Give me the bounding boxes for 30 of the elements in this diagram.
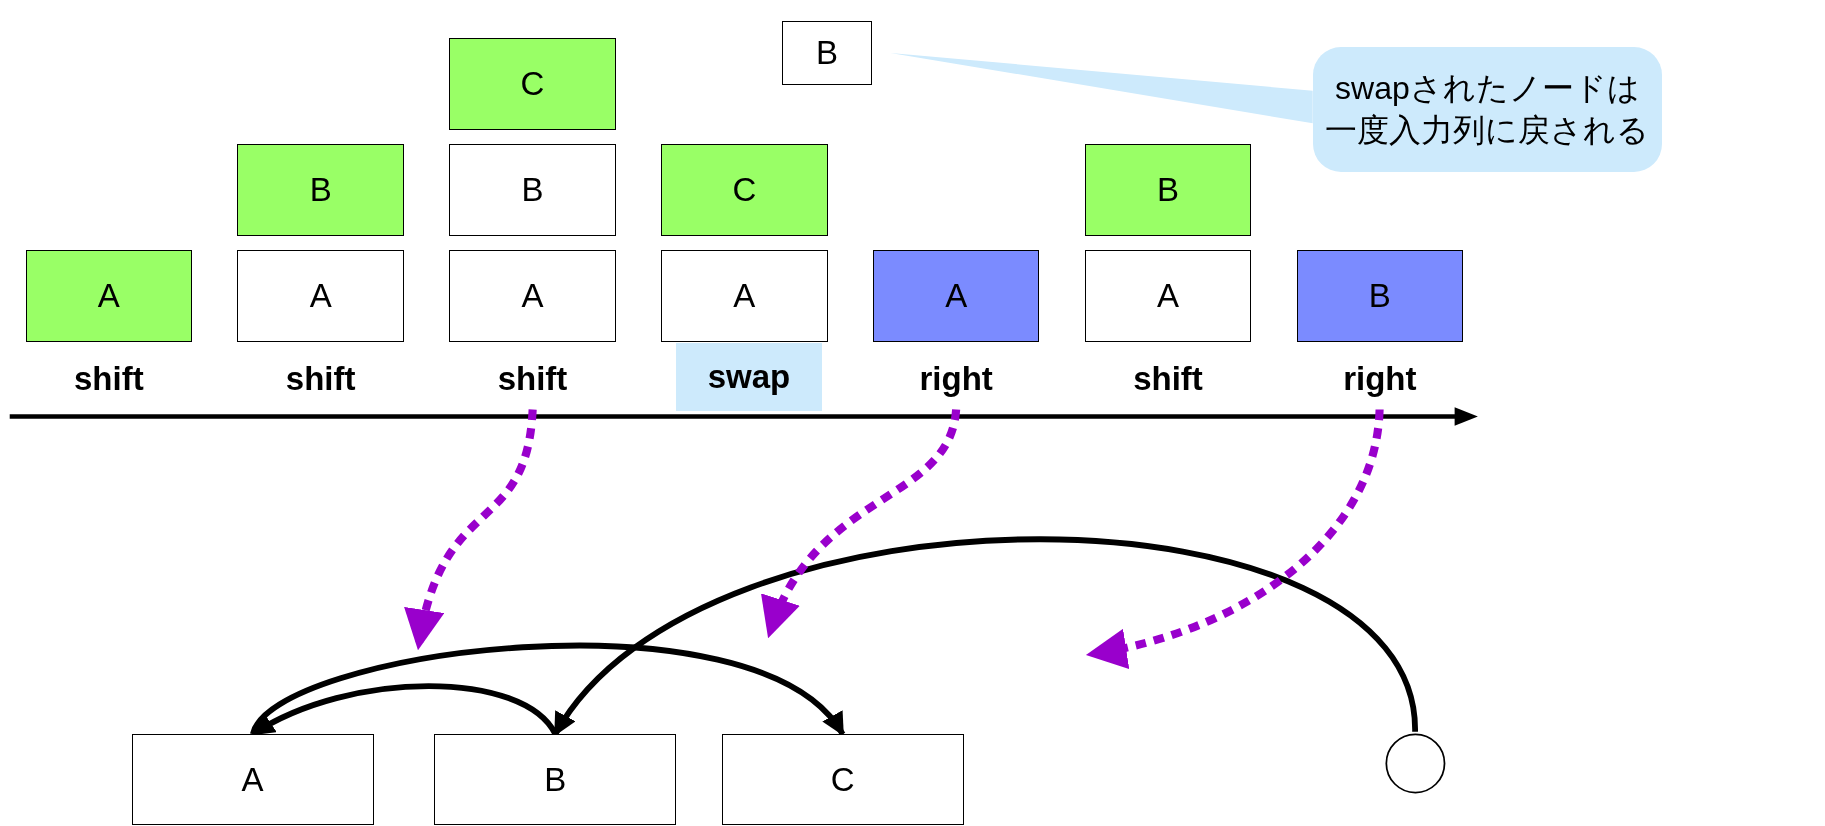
callout-bubble: swapされたノードは一度入力列に戻される (1312, 46, 1663, 173)
highlighted-action-label: swap (676, 343, 822, 411)
stack-node-box: A (237, 250, 404, 343)
stack-node-box: C (721, 734, 964, 826)
stack-node-box: B (1084, 144, 1252, 237)
stack-node-box: B (782, 20, 872, 85)
dependency-arc (553, 536, 1418, 736)
stack-node-box: B (237, 144, 404, 237)
circle-shape (1383, 732, 1447, 795)
action-label: right (1296, 349, 1463, 410)
stack-node-box: A (25, 250, 193, 343)
action-label: shift (449, 349, 616, 410)
action-label: shift (1084, 349, 1252, 410)
stack-node-box: A (449, 250, 616, 343)
dependency-arc (250, 642, 845, 736)
transition-arrow (1086, 409, 1384, 668)
stack-node-box: C (449, 38, 616, 131)
action-label: right (872, 349, 1040, 410)
action-label: shift (237, 349, 404, 410)
stack-node-box: B (434, 734, 677, 826)
stack-node-box: A (1084, 250, 1252, 343)
stack-node-box: C (661, 144, 828, 237)
stack-node-box: B (1296, 250, 1463, 343)
stack-node-box: A (131, 734, 374, 826)
transition-arrow (763, 408, 961, 639)
action-label: shift (25, 349, 193, 410)
stack-node-box: A (872, 250, 1040, 343)
transition-arrow (405, 409, 537, 651)
stack-node-box: B (449, 144, 616, 237)
stack-node-box: A (661, 250, 828, 343)
